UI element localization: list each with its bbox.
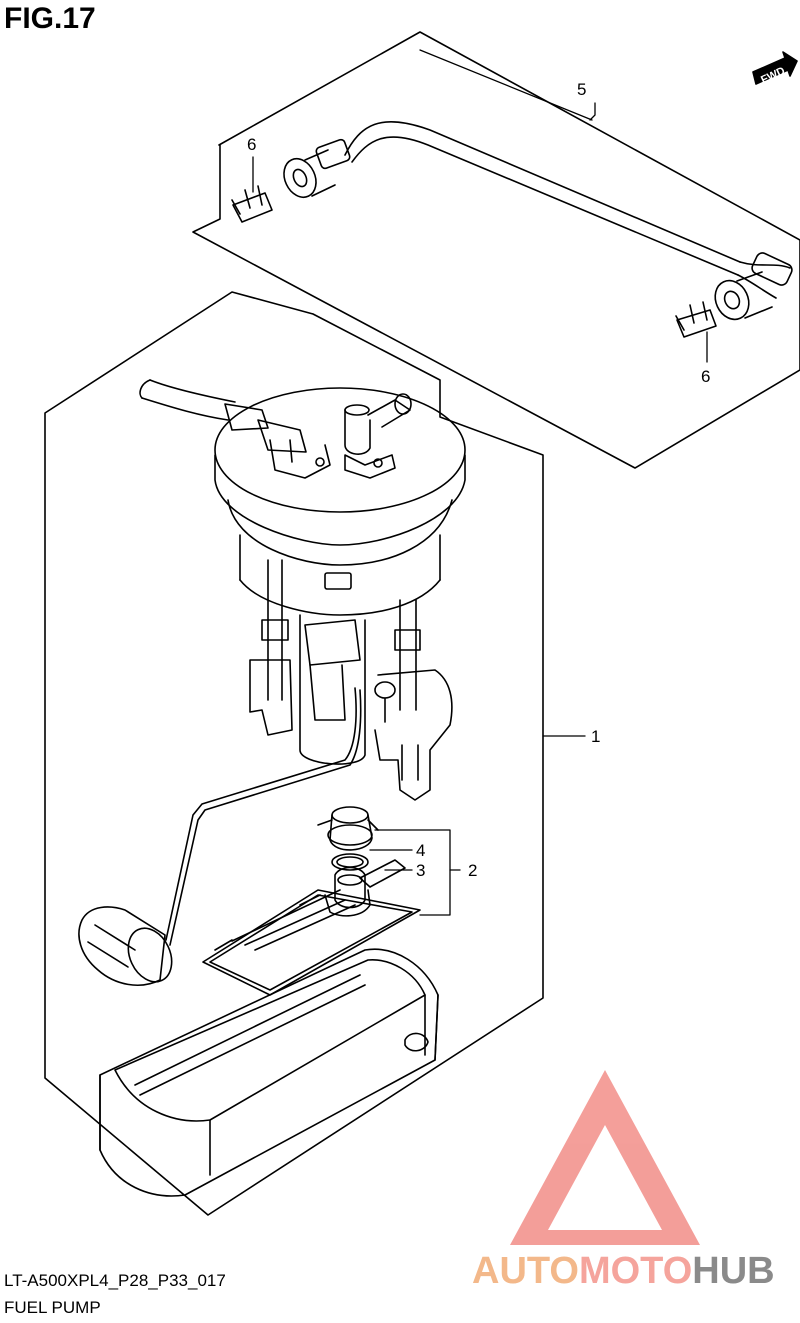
diagram-name: FUEL PUMP <box>4 1298 101 1317</box>
float <box>78 906 173 986</box>
hose-clamp-bottom <box>675 301 717 338</box>
fuel-level-sender-arm <box>165 687 362 946</box>
wiring-harness <box>139 379 307 453</box>
callout-2: 2 <box>468 861 477 880</box>
pump-assembly-frame <box>44 291 544 1216</box>
callout-leaders <box>252 49 708 916</box>
watermark-text: AUTOMOTOHUB <box>472 1250 775 1292</box>
watermark-logo-icon <box>510 1070 700 1245</box>
pump-mounting-plate <box>202 889 421 996</box>
diagram-code: LT-A500XPL4_P28_P33_017 <box>4 1271 226 1290</box>
callout-6-bottom: 6 <box>701 367 710 386</box>
tank-tray <box>99 948 439 1197</box>
hose-clamp-top <box>231 185 273 223</box>
hose-group-frame <box>192 31 800 469</box>
callout-3: 3 <box>416 861 425 880</box>
callout-1: 1 <box>591 727 600 746</box>
fuel-hose <box>283 121 793 321</box>
callout-6-top: 6 <box>247 135 256 154</box>
callout-4: 4 <box>416 841 425 860</box>
pump-outlet-nipple <box>344 393 412 479</box>
part-4-regulator-holder <box>317 806 379 851</box>
electrical-connector <box>269 439 331 479</box>
pump-top-flange <box>214 387 466 616</box>
fwd-arrow-icon <box>752 51 798 85</box>
callout-5: 5 <box>577 80 586 99</box>
figure-title: FIG.17 <box>4 2 96 35</box>
